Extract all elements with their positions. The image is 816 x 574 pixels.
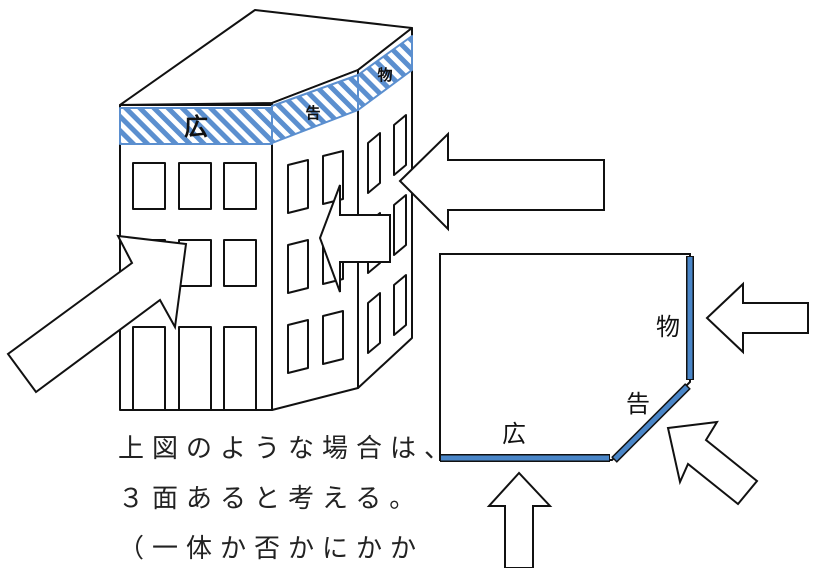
plan-label-front: 広 — [502, 420, 526, 448]
caption-text: 上図のような場合は、 ３面あると考える。 （一体か否かにかか — [118, 424, 458, 574]
arrow-diagonal-large-icon — [6, 234, 188, 394]
sign-text-middle: 告 — [305, 104, 320, 122]
caption-line-1: 上図のような場合は、 — [118, 434, 459, 464]
plan-arrow-diagonal-icon — [666, 420, 759, 506]
plan-arrow-up-icon — [486, 471, 553, 568]
sign-text-side: 物 — [377, 66, 392, 84]
side-windows — [367, 114, 407, 354]
arrow-left-small-icon — [318, 184, 391, 293]
floor-plan — [439, 253, 694, 463]
caption-line-3: （一体か否かにかか — [118, 534, 425, 564]
middle-windows — [287, 150, 344, 374]
sign-text-front: 広 — [184, 113, 208, 141]
sign-band-front — [119, 107, 273, 145]
sign-band-side — [357, 35, 413, 111]
plan-label-corner: 告 — [626, 390, 650, 418]
plan-arrow-left-icon — [705, 281, 809, 355]
plan-wall-corner-fill — [613, 385, 689, 461]
plan-label-side: 物 — [656, 313, 680, 341]
arrow-left-large-icon — [398, 131, 605, 232]
building-illustration — [119, 9, 413, 411]
plan-outline — [439, 253, 691, 461]
caption-line-2: ３面あると考える。 — [118, 484, 424, 514]
